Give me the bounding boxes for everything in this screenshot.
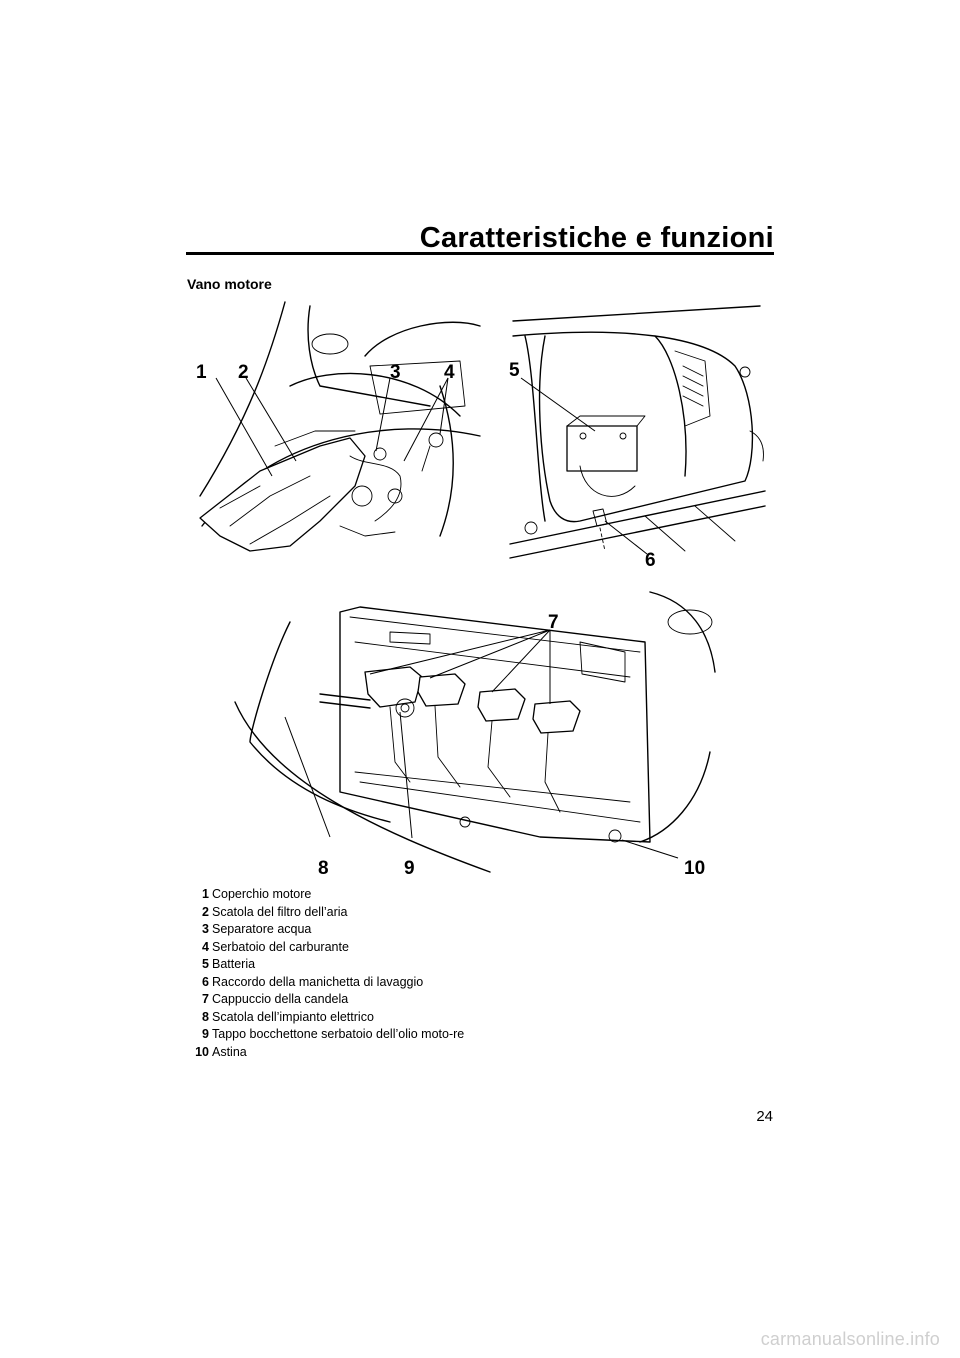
callout-1: 1: [196, 362, 207, 383]
callout-9: 9: [404, 858, 415, 879]
legend-text: Scatola del filtro dell’aria: [212, 904, 348, 919]
figure-engine-bay-cover: 1 2 3 4: [190, 296, 490, 571]
legend-number: 2: [202, 904, 209, 919]
legend-number: 3: [202, 922, 209, 936]
figure-engine-top: 7 8 9 10: [230, 582, 720, 882]
illustration-battery: 5 6: [509, 305, 766, 571]
callout-5: 5: [509, 360, 520, 381]
legend-text: Astina: [212, 1044, 247, 1059]
callout-2: 2: [238, 362, 249, 383]
legend-text: Scatola dell’impianto elettrico: [212, 1009, 374, 1024]
legend-number: 5: [202, 957, 209, 971]
callout-8: 8: [318, 858, 329, 879]
callout-6: 6: [645, 550, 656, 571]
legend-number: 6: [202, 974, 209, 989]
illustration-engine-cover: 1 2 3 4: [196, 301, 481, 552]
callout-10: 10: [684, 858, 705, 879]
page-title: Caratteristiche e funzioni: [419, 222, 774, 254]
legend-text: Batteria: [212, 957, 256, 971]
legend-text: Serbatoio del carburante: [212, 939, 349, 954]
callout-7: 7: [548, 612, 559, 633]
legend-number: 8: [202, 1009, 209, 1024]
legend-text: Cappuccio della candela: [212, 992, 349, 1006]
callout-3: 3: [390, 362, 401, 383]
legend-number: 4: [202, 939, 209, 954]
legend-text: Separatore acqua: [212, 922, 312, 936]
legend-text: Coperchio motore: [212, 887, 312, 901]
illustration-engine: 7 8 9 10: [234, 591, 716, 879]
legend-number: 1: [202, 887, 209, 901]
page-number: 24: [756, 1108, 773, 1125]
watermark: carmanualsonline.info: [760, 1329, 940, 1349]
callout-4: 4: [444, 362, 455, 383]
legend-number: 7: [202, 992, 209, 1006]
figure-battery-area: 5 6: [505, 296, 770, 571]
legend-text: Tappo bocchettone serbatoio dell’olio mo…: [212, 1027, 465, 1041]
title-rule: [186, 252, 774, 255]
legend-number: 10: [195, 1044, 209, 1059]
legend-text: Raccordo della manichetta di lavaggio: [212, 974, 424, 989]
legend-number: 9: [202, 1027, 209, 1041]
section-heading: Vano motore: [187, 276, 272, 292]
